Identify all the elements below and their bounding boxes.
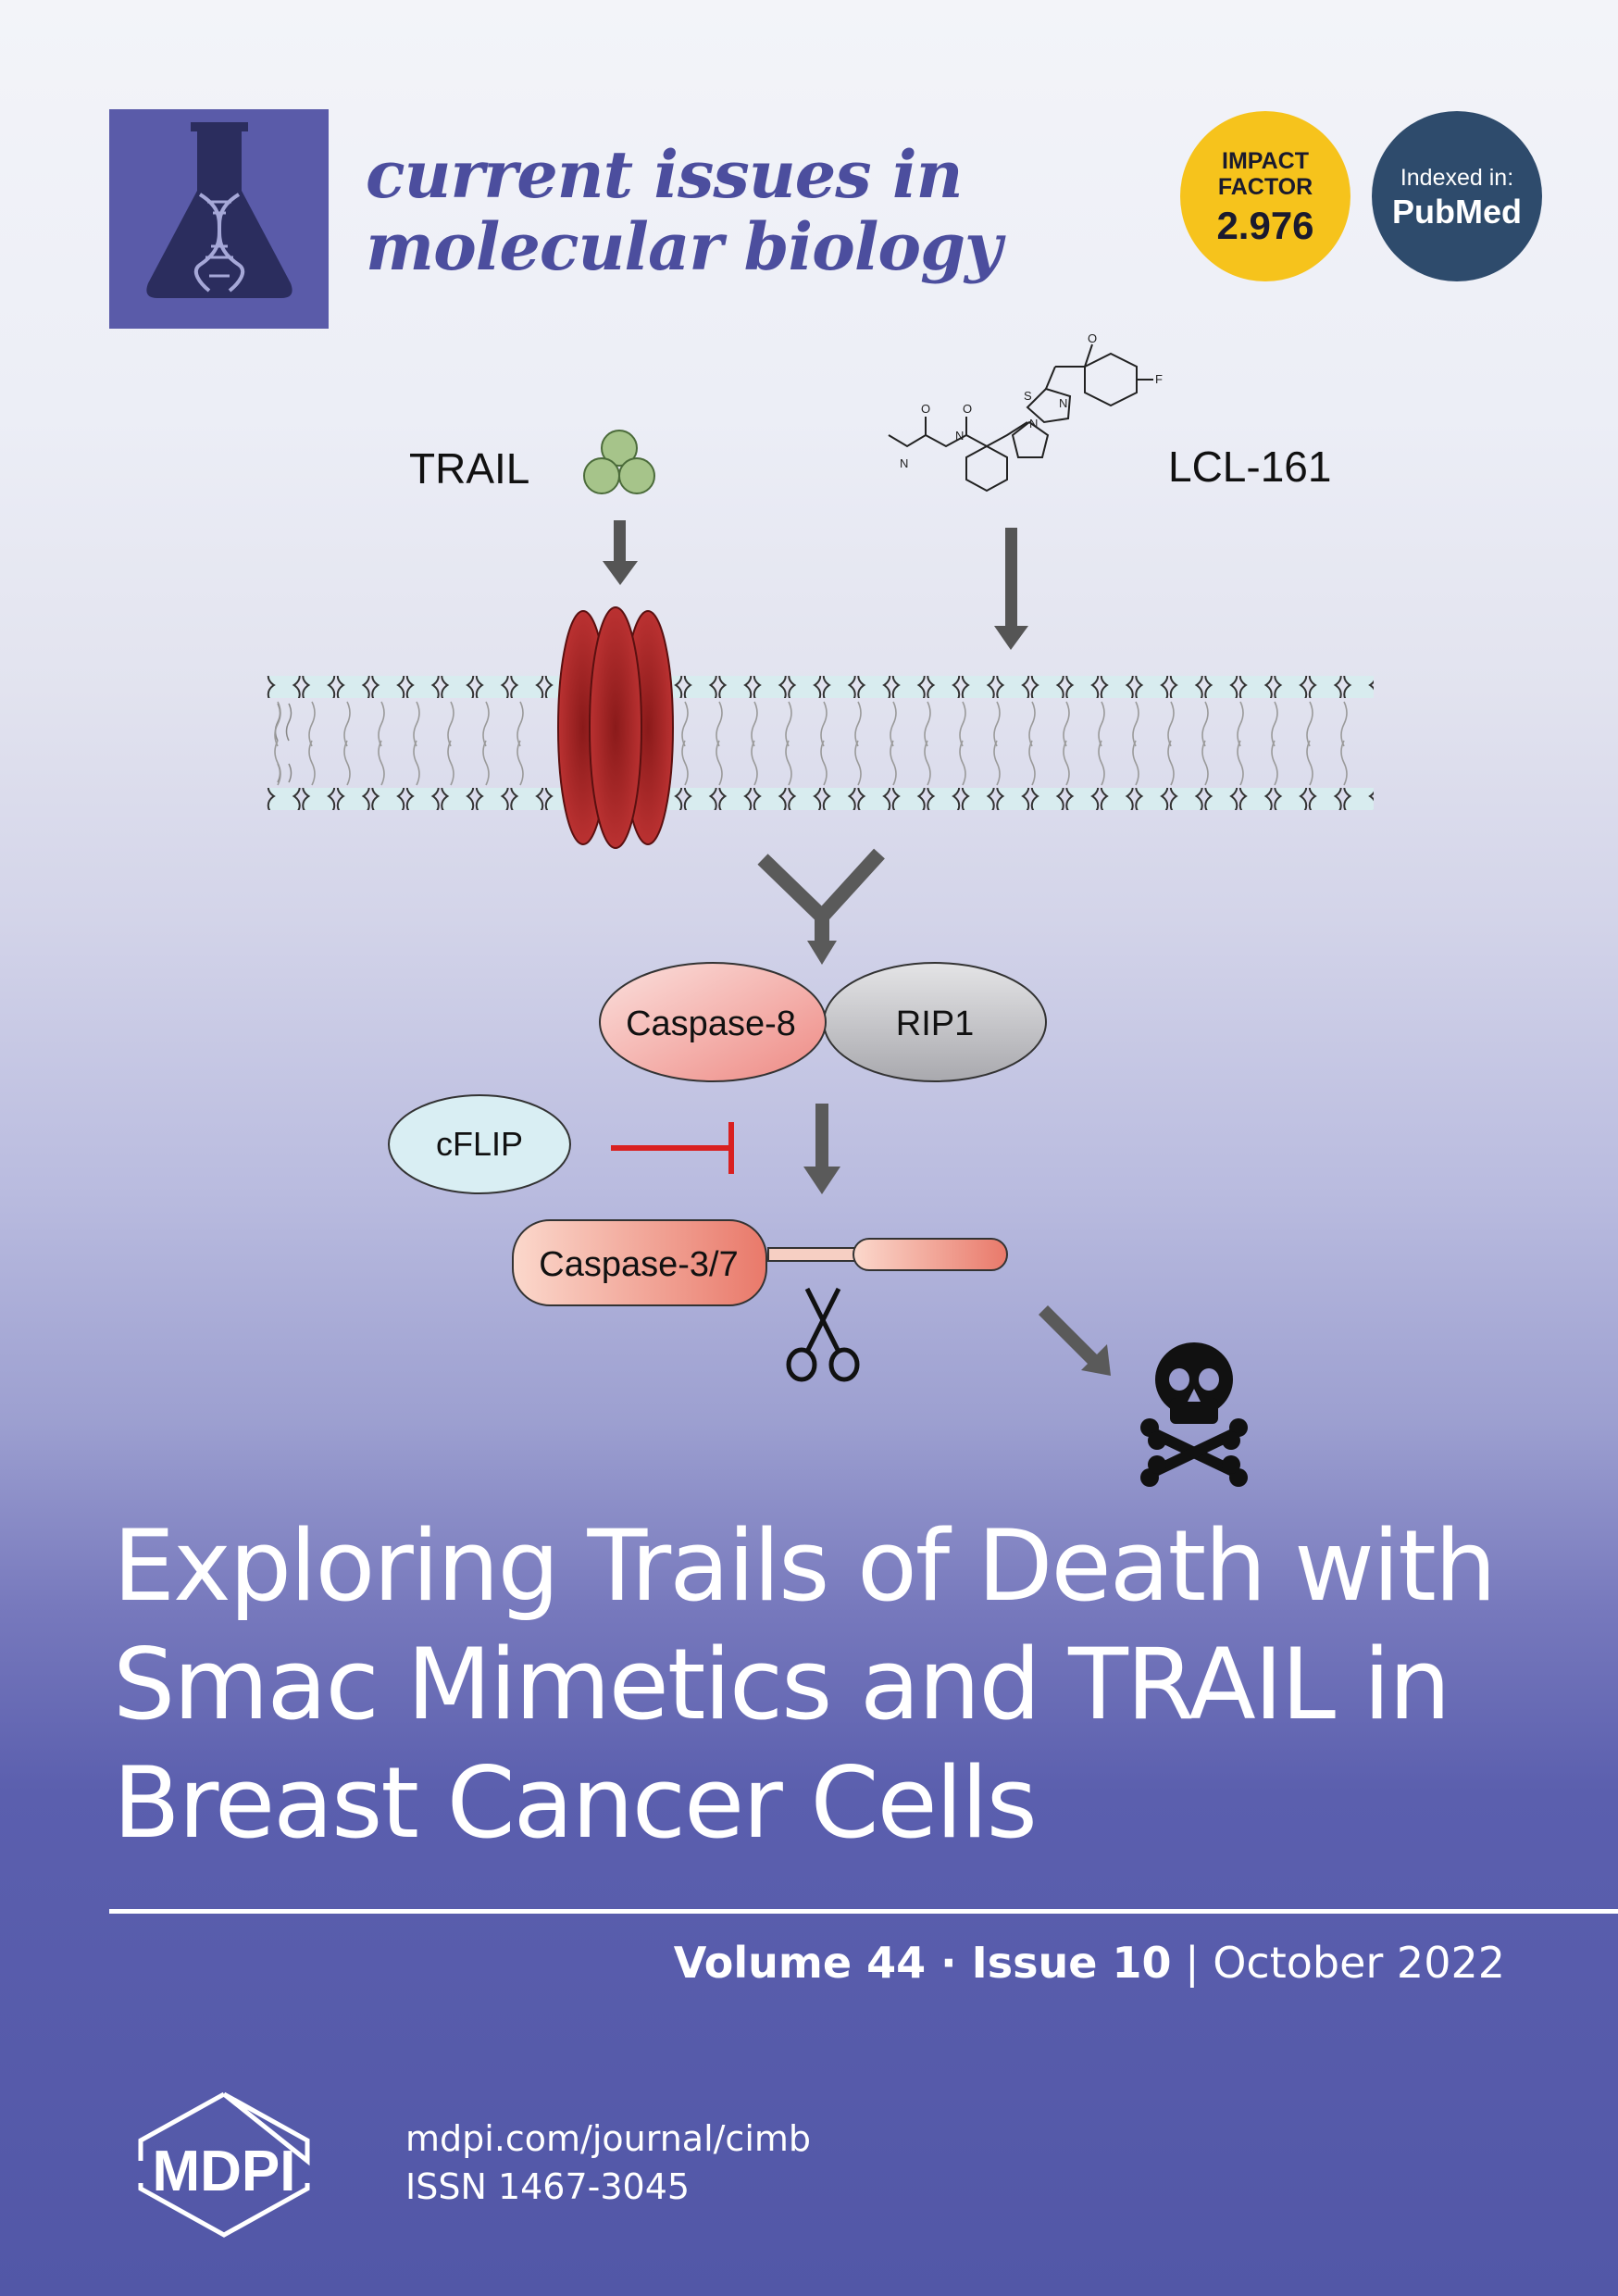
svg-text:N: N [955, 429, 964, 443]
chemical-structure-icon [888, 343, 1153, 493]
svg-text:S: S [1024, 389, 1032, 403]
svg-text:O: O [1088, 333, 1097, 345]
skull-crossbones-icon [1140, 1342, 1248, 1487]
indexed-label: Indexed in: [1400, 165, 1514, 191]
caspase37-node: Caspase-3/7 [512, 1219, 1008, 1306]
journal-logo [109, 109, 329, 329]
issn: ISSN 1467-3045 [405, 2166, 691, 2207]
issue-label: Issue 10 [971, 1938, 1172, 1988]
divider [109, 1909, 1618, 1914]
trail-ligand-icon [583, 430, 655, 494]
membrane-icon [267, 676, 1374, 810]
trail-receptor [557, 606, 674, 849]
inhibition-icon [611, 1122, 734, 1174]
scissors-icon [786, 1287, 860, 1382]
impact-label-1: IMPACT [1222, 148, 1309, 174]
arrow-caspase [803, 1104, 840, 1194]
cover-title-line3: Breast Cancer Cells [113, 1746, 1038, 1860]
issue-info: Volume 44 · Issue 10 | October 2022 [674, 1938, 1505, 1988]
issue-date: October 2022 [1213, 1938, 1505, 1988]
impact-label-2: FACTOR [1217, 174, 1313, 200]
journal-title-line2: molecular biology [366, 208, 1002, 285]
journal-title: current issues in molecular biology [366, 139, 1002, 283]
cflip-node: cFLIP [388, 1094, 571, 1194]
impact-factor-badge: IMPACT FACTOR 2.976 [1180, 111, 1350, 281]
rip1-label: RIP1 [896, 1004, 974, 1043]
impact-value: 2.976 [1216, 204, 1314, 247]
arrow-death [1039, 1305, 1111, 1376]
arrow-lcl [994, 528, 1028, 650]
arrow-trail [603, 520, 638, 585]
mdpi-logo: MDPI [138, 2091, 310, 2238]
svg-text:N: N [1029, 417, 1038, 430]
flask-dna-icon [146, 122, 292, 298]
caspase8-node: Caspase-8 [599, 962, 827, 1082]
cover-title-line1: Exploring Trails of Death with [113, 1509, 1497, 1623]
trail-label: TRAIL [409, 444, 529, 493]
svg-text:N: N [1059, 396, 1067, 410]
journal-title-line1: current issues in [366, 136, 964, 213]
svg-text:F: F [1155, 372, 1163, 386]
cover-title: Exploring Trails of Death with Smac Mime… [113, 1507, 1557, 1863]
caspase37-label: Caspase-3/7 [539, 1245, 738, 1284]
issue-sep: · [926, 1938, 972, 1988]
svg-text:O: O [963, 402, 972, 416]
volume-label: Volume 44 [673, 1938, 927, 1988]
mdpi-logo-text: MDPI [153, 2140, 296, 2203]
svg-text:O: O [921, 402, 930, 416]
cover-title-line2: Smac Mimetics and TRAIL in [113, 1628, 1450, 1741]
adaptor-y-icon [757, 848, 885, 944]
issue-bar: | [1171, 1938, 1214, 1988]
pubmed-badge: Indexed in: PubMed [1372, 111, 1542, 281]
caspase8-label: Caspase-8 [626, 1004, 796, 1043]
rip1-node: RIP1 [823, 962, 1047, 1082]
cflip-label: cFLIP [436, 1125, 523, 1163]
lcl-label: LCL-161 [1168, 443, 1331, 491]
pubmed-label: PubMed [1392, 193, 1522, 231]
svg-text:N: N [900, 456, 908, 470]
journal-url[interactable]: mdpi.com/journal/cimb [405, 2118, 812, 2159]
